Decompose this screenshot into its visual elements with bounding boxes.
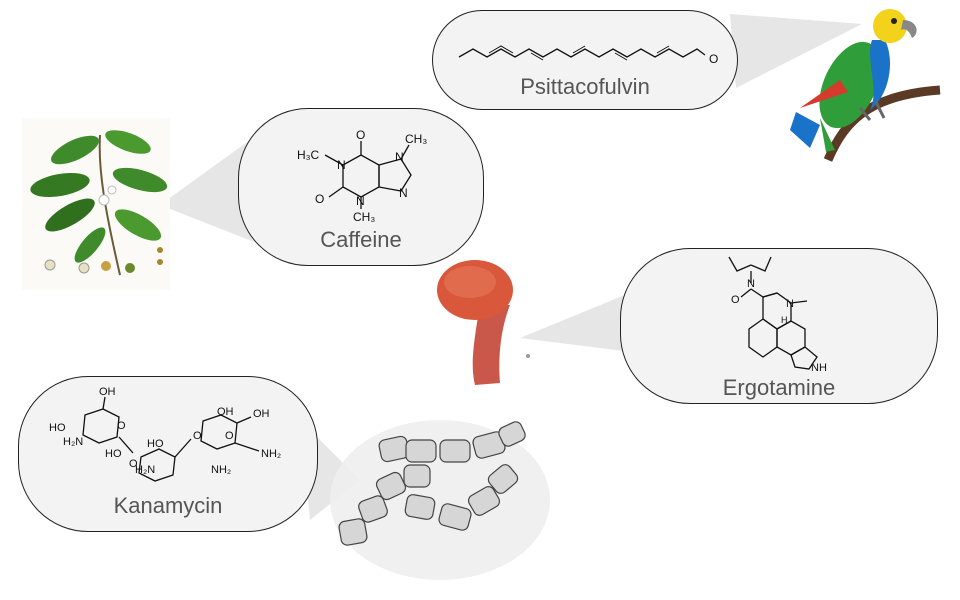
caffeine-atom-o2: O <box>315 192 324 206</box>
coffee-plant-icon <box>22 118 170 290</box>
kanamycin-atom-h2n2: H₂N <box>135 464 155 476</box>
ergotamine-atom-n-amide: N <box>747 278 755 290</box>
cone-coffee-caffeine <box>160 140 262 245</box>
ergotamine-atom-h: H <box>781 315 788 325</box>
kanamycin-atom-h2n1: H₂N <box>63 436 83 448</box>
cone-parrot-psittacofulvin <box>730 14 862 88</box>
ergotamine-structure: N O N H NH <box>728 256 827 373</box>
kanamycin-atom-o2: O <box>129 458 138 470</box>
caffeine-atom-n2: N <box>395 150 404 164</box>
mushroom-icon <box>437 260 530 385</box>
psittacofulvin-atom-o: O <box>709 52 718 66</box>
kanamycin-label: Kanamycin <box>113 493 223 518</box>
ergotamine-atom-o: O <box>731 294 740 306</box>
ergotamine-atom-n-ring: N <box>786 298 794 310</box>
caffeine-structure: H₃C N O N CH₃ N O N CH₃ <box>297 128 427 224</box>
caffeine-bubble: H₃C N O N CH₃ N O N CH₃ Caffeine <box>238 108 484 266</box>
ergotamine-label: Ergotamine <box>722 375 836 400</box>
caffeine-atom-ch3-top: CH₃ <box>405 132 427 146</box>
kanamycin-atom-nh2-1: NH₂ <box>211 464 231 476</box>
ergotamine-bubble: N O N H NH Ergotamine <box>620 248 938 404</box>
psittacofulvin-structure: O <box>458 45 718 66</box>
kanamycin-atom-ho3: HO <box>147 438 164 450</box>
ergotamine-atom-nh: NH <box>811 362 827 373</box>
kanamycin-atom-nh2-2: NH₂ <box>261 448 281 460</box>
caffeine-atom-h3c: H₃C <box>297 148 320 162</box>
parrot-icon <box>790 9 941 162</box>
caffeine-atom-o1: O <box>356 128 365 142</box>
psittacofulvin-label: Psittacofulvin <box>520 74 650 99</box>
bacteria-icon <box>330 420 550 580</box>
caffeine-label: Caffeine <box>320 227 402 252</box>
kanamycin-atom-o3: O <box>193 430 202 442</box>
kanamycin-atom-oh1: OH <box>99 386 116 398</box>
cone-mushroom-ergotamine <box>520 292 632 352</box>
kanamycin-structure: OH HO H₂N O HO O HO H₂N NH₂ O OH OH O NH… <box>49 386 281 482</box>
psittacofulvin-bubble: O Psittacofulvin <box>432 10 738 110</box>
caffeine-atom-n3: N <box>399 186 408 200</box>
kanamycin-atom-ho2: HO <box>105 448 122 460</box>
kanamycin-atom-oh3: OH <box>253 408 270 420</box>
caffeine-atom-n1: N <box>337 158 346 172</box>
kanamycin-atom-o1: O <box>117 420 126 432</box>
caffeine-atom-n4: N <box>356 194 365 208</box>
caffeine-atom-ch3-bottom: CH₃ <box>353 210 375 224</box>
kanamycin-bubble: OH HO H₂N O HO O HO H₂N NH₂ O OH OH O NH… <box>18 376 318 532</box>
kanamycin-atom-ho1: HO <box>49 422 66 434</box>
kanamycin-atom-oh2: OH <box>217 406 234 418</box>
kanamycin-atom-o4: O <box>225 430 234 442</box>
